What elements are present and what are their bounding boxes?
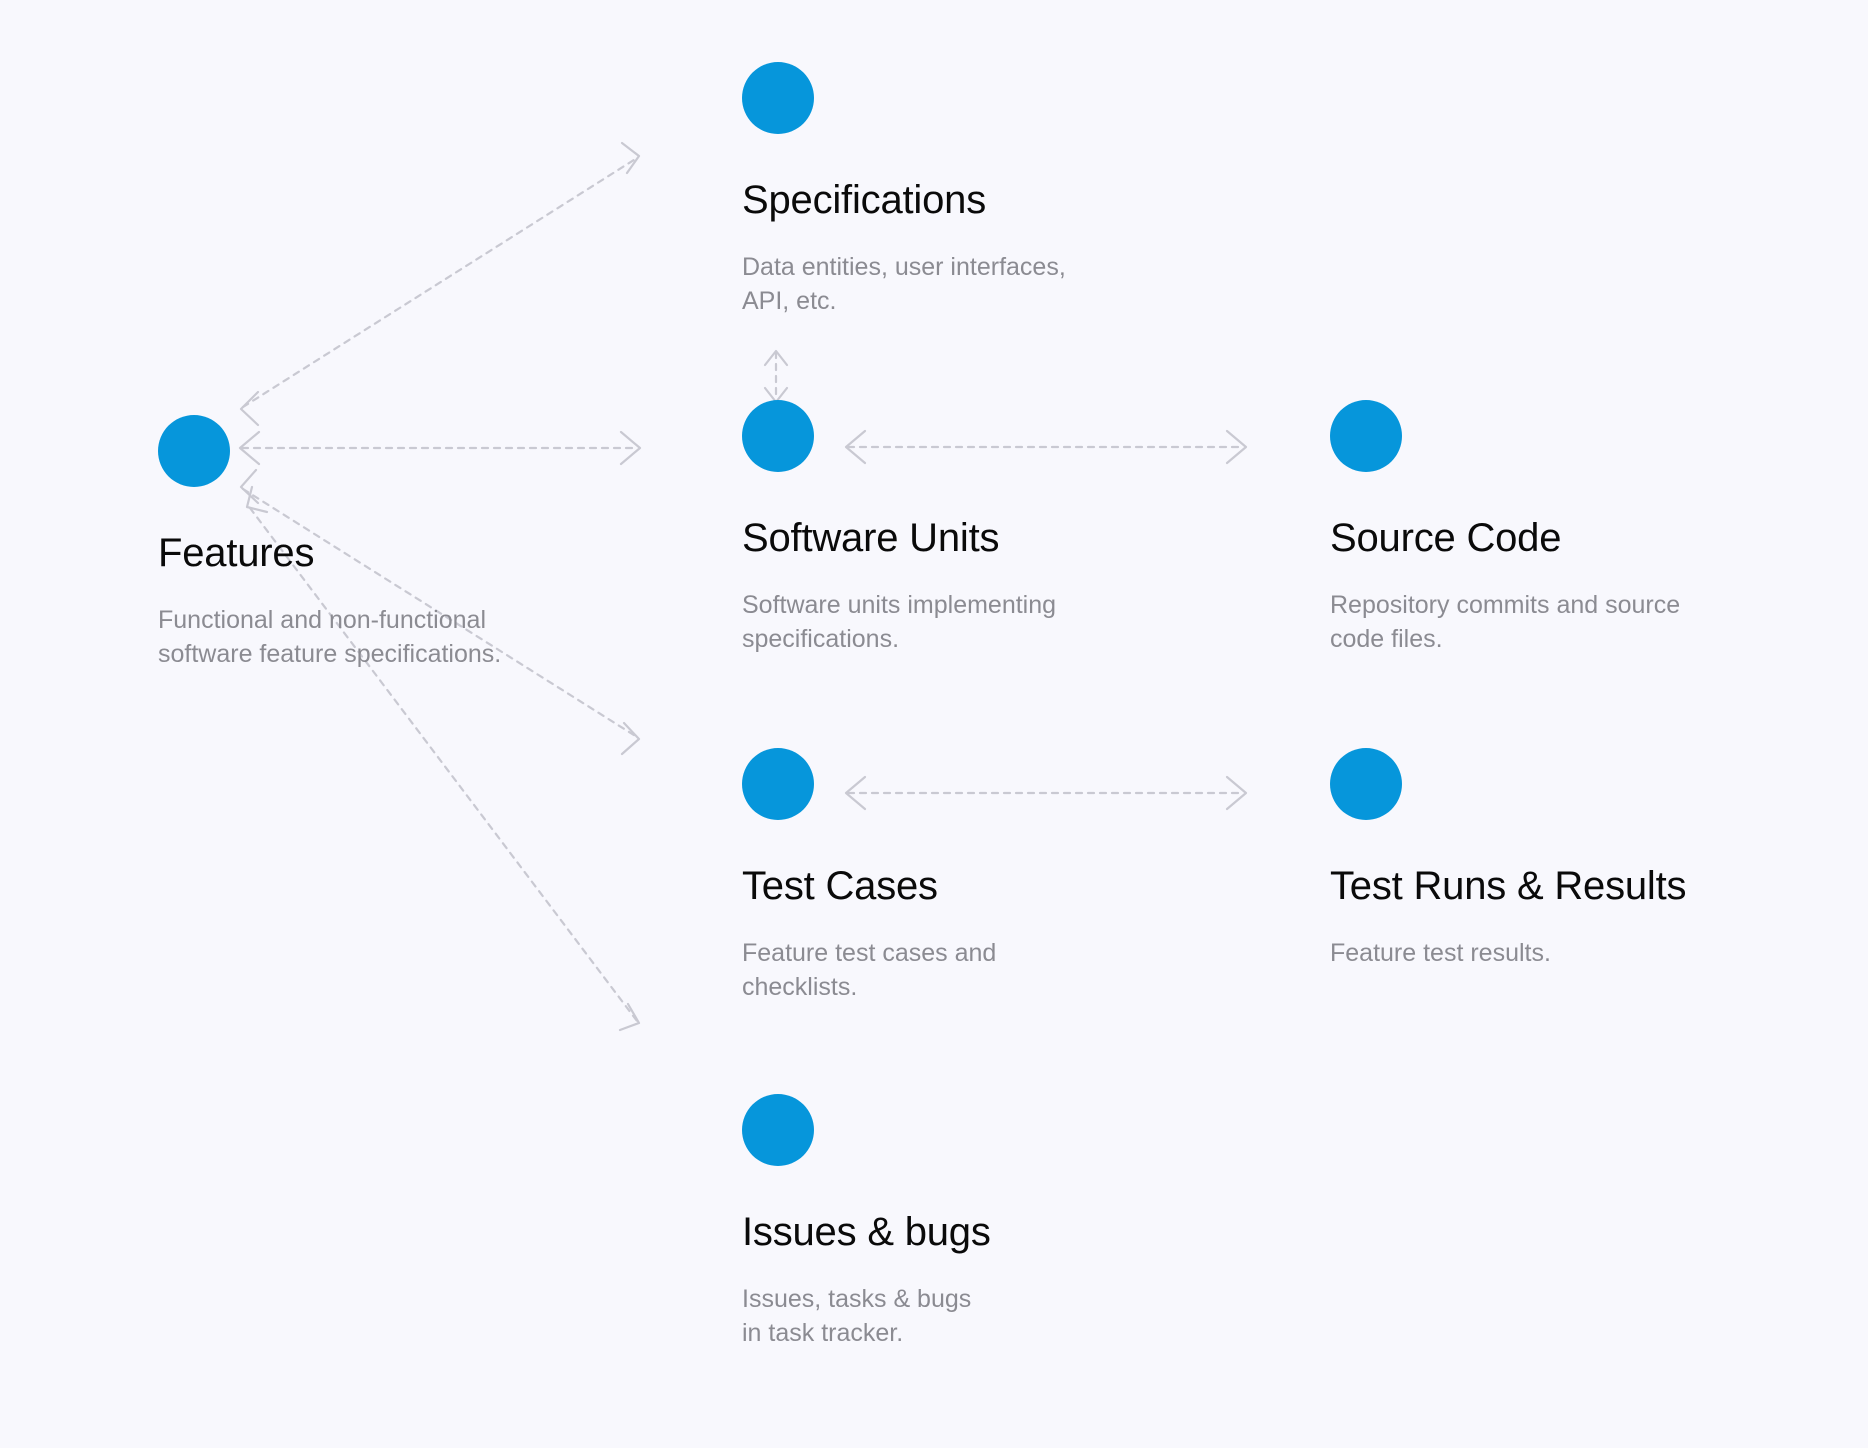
node-title: Source Code (1330, 516, 1562, 560)
node-test-cases[interactable]: Test Cases Feature test cases and checkl… (742, 748, 1162, 1004)
node-title: Features (158, 531, 315, 575)
node-description: Data entities, user interfaces, API, etc… (742, 253, 1066, 315)
node-description: Software units implementing specificatio… (742, 591, 1057, 653)
blue-circle-node-icon (742, 748, 814, 820)
node-title: Test Cases (742, 864, 938, 908)
node-features[interactable]: Features Functional and non-functional s… (158, 415, 578, 671)
node-description: Issues, tasks & bugs in task tracker. (742, 1285, 972, 1347)
node-title: Specifications (742, 178, 986, 222)
node-title: Test Runs & Results (1330, 864, 1687, 908)
node-test-runs-and-results[interactable]: Test Runs & Results Feature test results… (1330, 748, 1750, 970)
node-specifications[interactable]: Specifications Data entities, user inter… (742, 62, 1162, 318)
node-description: Feature test cases and checklists. (742, 939, 997, 1001)
blue-circle-node-icon (742, 400, 814, 472)
edge-features-specifications (239, 141, 641, 427)
node-description: Feature test results. (1330, 939, 1551, 967)
node-source-code[interactable]: Source Code Repository commits and sourc… (1330, 400, 1750, 656)
blue-circle-node-icon (158, 415, 230, 487)
node-description: Functional and non-functional software f… (158, 606, 502, 668)
edge-specifications-software-units (763, 349, 789, 404)
blue-circle-node-icon (742, 1094, 814, 1166)
node-title: Issues & bugs (742, 1210, 991, 1254)
node-issues-and-bugs[interactable]: Issues & bugs Issues, tasks & bugs in ta… (742, 1094, 1162, 1350)
blue-circle-node-icon (1330, 400, 1402, 472)
blue-circle-node-icon (1330, 748, 1402, 820)
node-title: Software Units (742, 516, 1000, 560)
blue-circle-node-icon (742, 62, 814, 134)
node-software-units[interactable]: Software Units Software units implementi… (742, 400, 1162, 656)
node-description: Repository commits and source code files… (1330, 591, 1681, 653)
